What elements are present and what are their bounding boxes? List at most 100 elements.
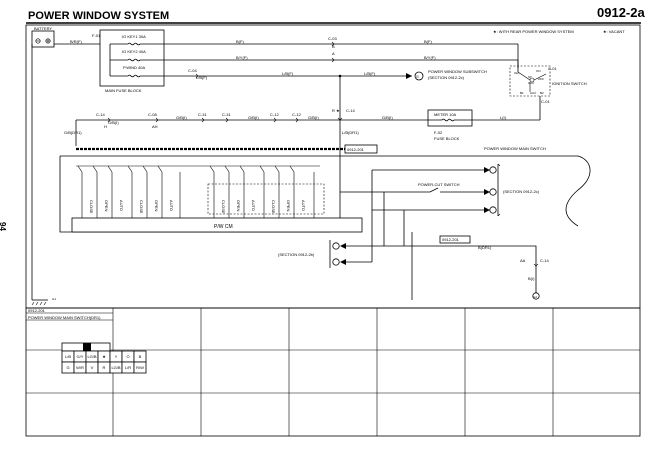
svg-text:(SECTION 0912-2c): (SECTION 0912-2c) xyxy=(503,189,540,194)
battery xyxy=(31,30,55,48)
meter-fuse-label: METER 10A xyxy=(434,112,457,117)
svg-text:G: G xyxy=(416,75,419,79)
fuse-ig-key1: IG KEY1 30A xyxy=(122,34,146,39)
ground-g1: G1 xyxy=(52,297,56,301)
page-number: 94 xyxy=(0,222,7,231)
main-switch-housing xyxy=(60,155,591,227)
svg-text:L/B(F): L/B(F) xyxy=(196,75,208,80)
connector-pin-label: L/B xyxy=(65,354,71,359)
svg-text:C-08: C-08 xyxy=(148,112,157,117)
svg-text:A: A xyxy=(332,51,335,56)
svg-text:B/Y(F): B/Y(F) xyxy=(236,55,248,60)
svg-text:ACC: ACC xyxy=(530,91,537,95)
svg-text:CLOSE: CLOSE xyxy=(89,200,94,214)
svg-text:C-01: C-01 xyxy=(548,66,557,71)
svg-text:OFF: OFF xyxy=(538,77,544,81)
connector-a-right xyxy=(489,166,497,174)
battery-label: BATTERY xyxy=(34,26,52,31)
svg-text:CLOSE: CLOSE xyxy=(271,200,276,214)
subswitch-connector-ref xyxy=(414,71,424,81)
main-switch-label: POWER WINDOW MAIN SWITCH xyxy=(484,146,546,151)
svg-text:G/B(DR1): G/B(DR1) xyxy=(64,130,82,135)
connector-grid xyxy=(25,307,641,437)
svg-text:CLOSE: CLOSE xyxy=(139,200,144,214)
connector-pin-label: B xyxy=(139,354,142,359)
svg-text:OPEN: OPEN xyxy=(236,200,241,211)
connector-pin-label: R xyxy=(103,365,106,370)
svg-text:ON: ON xyxy=(536,69,541,73)
switch-group: CLOSE OPEN AUTO CLOSE OPEN AUTO CLOSE OP… xyxy=(76,165,325,220)
svg-text:C-14: C-14 xyxy=(346,108,355,113)
svg-text:G/B(I): G/B(I) xyxy=(308,115,319,120)
svg-text:B2: B2 xyxy=(540,91,544,95)
subswitch-label: POWER WINDOW SUBSWITCH xyxy=(428,69,487,74)
svg-text:OPEN: OPEN xyxy=(286,200,291,211)
svg-text:AUTO: AUTO xyxy=(251,200,256,211)
svg-text:AA: AA xyxy=(520,258,526,263)
diagram-code: 0912-2a xyxy=(597,5,645,20)
svg-text:R ★: R ★ xyxy=(332,108,340,113)
svg-text:ACC: ACC xyxy=(528,81,535,85)
connector-b-left xyxy=(332,258,340,266)
connector-a-left xyxy=(332,242,340,250)
svg-text:G/B(I): G/B(I) xyxy=(108,120,119,125)
svg-text:C-12: C-12 xyxy=(270,112,279,117)
svg-text:CLOSE: CLOSE xyxy=(221,200,226,214)
note-rear: ★: WITH REAR POWER WINDOW SYSTEM xyxy=(493,29,574,34)
meter-fuse xyxy=(427,109,473,127)
svg-text:L/B(F): L/B(F) xyxy=(364,71,376,76)
main-fuse-block-label: MAIN FUSE BLOCK xyxy=(105,88,142,93)
svg-text:C-04: C-04 xyxy=(188,68,197,73)
connector-pin-label: L/R xyxy=(125,365,131,370)
svg-text:L/B(DR1): L/B(DR1) xyxy=(342,130,359,135)
svg-text:0912-201: 0912-201 xyxy=(442,237,460,242)
svg-text:C-14: C-14 xyxy=(96,112,105,117)
svg-text:AH: AH xyxy=(152,124,158,129)
svg-text:B/R(F): B/R(F) xyxy=(70,39,82,44)
note-vacant: ★: VACANT xyxy=(603,29,625,34)
svg-text:(SECTION 0912-2b): (SECTION 0912-2b) xyxy=(278,252,315,257)
svg-text:G/B(I): G/B(I) xyxy=(248,115,259,120)
connector-pin-label: LG/B xyxy=(111,365,120,370)
rear-switch-group xyxy=(207,183,325,215)
connector-pin-label: V xyxy=(91,365,94,370)
svg-text:G/B(I): G/B(I) xyxy=(382,115,393,120)
svg-text:H: H xyxy=(104,124,107,129)
connector-pin-label: G/Y xyxy=(77,354,84,359)
connector-pin-label: R/W xyxy=(136,365,144,370)
power-cut-switch-label: POWER-CUT SWITCH xyxy=(418,182,460,187)
power-cut-switch xyxy=(340,187,484,193)
connector-b-right xyxy=(489,188,497,196)
svg-text:(SECTION 0912-2c): (SECTION 0912-2c) xyxy=(428,75,465,80)
connector-pin-label: ★ xyxy=(102,354,106,359)
svg-text:IG2: IG2 xyxy=(514,71,519,75)
svg-text:L(I): L(I) xyxy=(500,115,507,120)
fuse-p-wind: P.WIND 40A xyxy=(123,65,145,70)
pw-cm-label: P/W CM xyxy=(214,224,233,230)
svg-text:B(F): B(F) xyxy=(424,39,432,44)
svg-text:0912-201: 0912-201 xyxy=(347,147,365,152)
svg-text:ST: ST xyxy=(528,75,532,79)
svg-text:C-14: C-14 xyxy=(540,258,549,263)
svg-text:AUTO: AUTO xyxy=(169,200,174,211)
connector-pin-label: O xyxy=(126,354,129,359)
svg-text:AUTO: AUTO xyxy=(119,200,124,211)
svg-text:C-03: C-03 xyxy=(328,36,337,41)
svg-text:C-01: C-01 xyxy=(541,99,550,104)
svg-text:B1: B1 xyxy=(520,91,524,95)
fuse-block-label: FUSE BLOCK xyxy=(434,136,460,141)
svg-text:C-12: C-12 xyxy=(292,112,301,117)
svg-text:B(I): B(I) xyxy=(528,276,535,281)
svg-text:G2: G2 xyxy=(533,295,537,299)
diagram-title: POWER WINDOW SYSTEM xyxy=(28,10,169,22)
svg-text:B: B xyxy=(332,44,335,49)
table-name: POWER WINDOW MAIN SWITCH(DR1) xyxy=(28,315,101,320)
svg-text:C-31: C-31 xyxy=(198,112,207,117)
pw-cm xyxy=(71,217,363,233)
svg-text:F-02: F-02 xyxy=(434,130,443,135)
connector-pin-label: LG/B xyxy=(87,354,96,359)
ignition-switch-label: IGNITION SWITCH xyxy=(552,81,587,86)
svg-text:OPEN: OPEN xyxy=(154,200,159,211)
